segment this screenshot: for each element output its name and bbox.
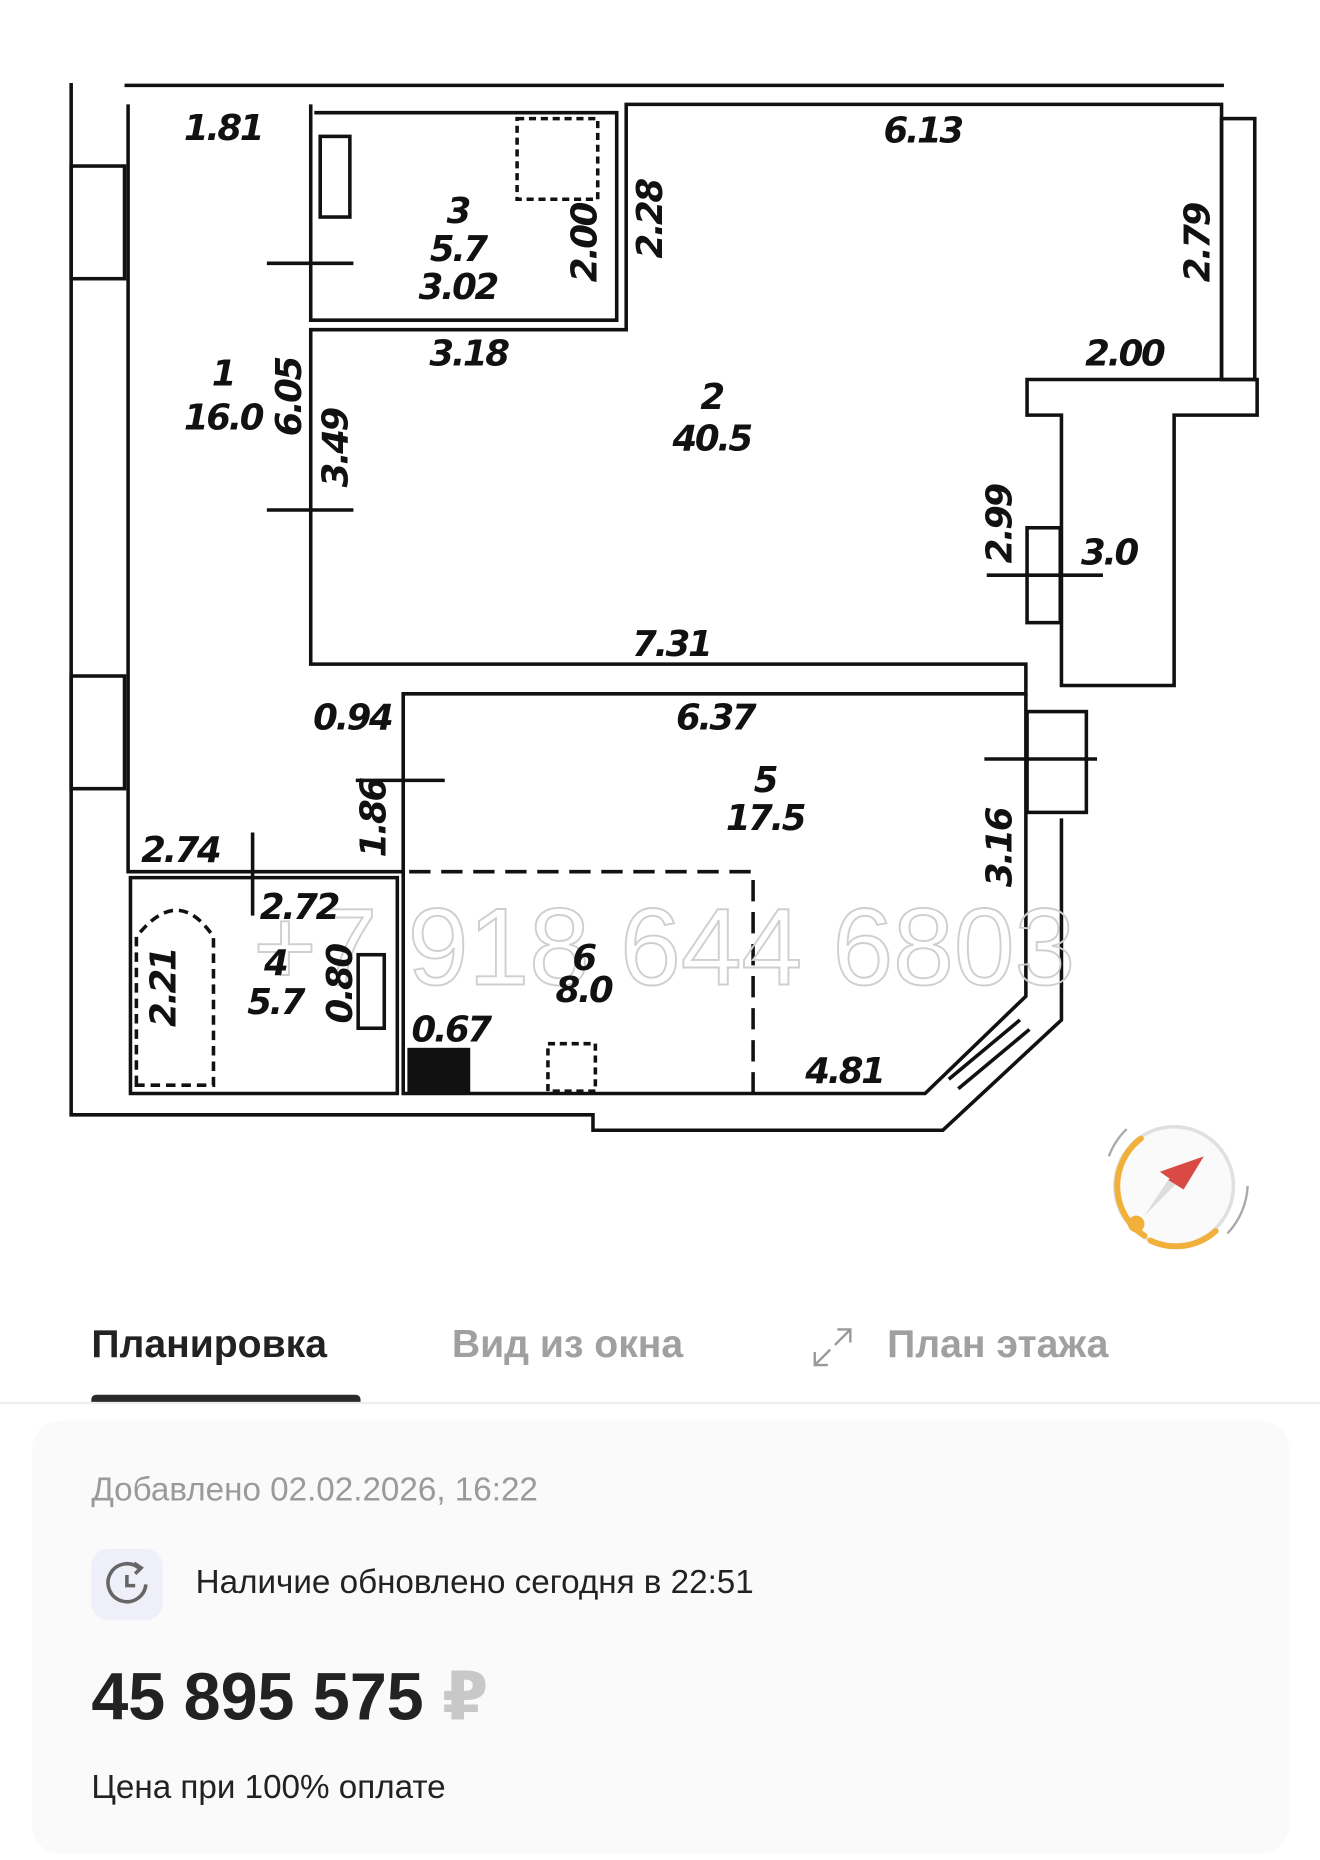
room-number: 3 bbox=[447, 191, 470, 232]
expand-icon[interactable] bbox=[811, 1326, 854, 1369]
floor-plan: +7 918 644 6803 1.81 6.13 3.02 2.00 2.28… bbox=[69, 83, 1259, 1250]
dim-label: 2.00 bbox=[565, 202, 606, 282]
dimension-labels: 1.81 6.13 3.02 2.00 2.28 2.79 3.18 2.00 … bbox=[141, 108, 1219, 1092]
tab-window-view[interactable]: Вид из окна bbox=[451, 1321, 684, 1366]
dim-label: 0.67 bbox=[412, 1009, 493, 1050]
dim-label: 3.49 bbox=[315, 408, 356, 488]
dim-label: 3.02 bbox=[419, 267, 498, 308]
price-value: 45 895 575 bbox=[91, 1659, 424, 1734]
tab-layout[interactable]: Планировка bbox=[91, 1321, 328, 1366]
room-area: 40.5 bbox=[671, 419, 751, 460]
dim-label: 2.21 bbox=[144, 949, 185, 1027]
dim-label: 7.31 bbox=[632, 624, 710, 665]
clock-refresh-icon bbox=[91, 1548, 163, 1621]
compass-sun-icon[interactable] bbox=[1107, 1124, 1249, 1250]
dim-label: 0.94 bbox=[313, 697, 392, 738]
dim-label: 0.80 bbox=[320, 944, 361, 1024]
room-number: 4 bbox=[263, 943, 287, 984]
balcony-area: 3.0 bbox=[1081, 533, 1139, 574]
room-number: 1 bbox=[212, 353, 234, 394]
watermark: +7 918 644 6803 bbox=[253, 886, 1075, 1008]
walls bbox=[69, 83, 1259, 1133]
dim-label: 2.99 bbox=[980, 483, 1021, 563]
room-number: 6 bbox=[572, 938, 596, 979]
dim-label: 2.79 bbox=[1178, 202, 1219, 282]
dim-label: 2.28 bbox=[630, 179, 671, 259]
dim-label: 2.74 bbox=[141, 830, 220, 871]
info-card: Добавлено 02.02.2026, 16:22 Наличие обно… bbox=[32, 1420, 1290, 1854]
dim-label: 2.72 bbox=[260, 887, 339, 928]
active-tab-indicator bbox=[91, 1394, 361, 1402]
dim-label: 3.16 bbox=[980, 807, 1021, 887]
dim-label: 3.18 bbox=[429, 333, 509, 374]
price-note: Цена при 100% оплате bbox=[91, 1768, 446, 1806]
availability-updated: Наличие обновлено сегодня в 22:51 bbox=[195, 1563, 754, 1600]
room-area: 8.0 bbox=[556, 970, 614, 1011]
room-area: 17.5 bbox=[726, 798, 805, 839]
currency: ₽ bbox=[442, 1659, 489, 1734]
room-number: 5 bbox=[754, 760, 777, 801]
dim-label: 6.13 bbox=[884, 110, 963, 151]
tab-floor-plan[interactable]: План этажа bbox=[887, 1321, 1109, 1366]
room-number: 2 bbox=[700, 377, 723, 418]
dim-label: 6.37 bbox=[676, 697, 757, 738]
dim-label: 1.86 bbox=[353, 778, 394, 858]
price: 45 895 575 ₽ bbox=[91, 1658, 488, 1736]
dim-label: 4.81 bbox=[804, 1051, 883, 1092]
dim-label: 2.00 bbox=[1085, 333, 1165, 374]
room-labels: 1 16.0 2 40.5 3 5.7 4 5.7 5 17.5 6 8.0 3… bbox=[184, 191, 1141, 1023]
added-date: Добавлено 02.02.2026, 16:22 bbox=[91, 1470, 538, 1508]
tab-bar: Планировка Вид из окна План этажа bbox=[0, 1305, 1320, 1405]
room-area: 5.7 bbox=[247, 982, 306, 1023]
dim-label: 6.05 bbox=[269, 358, 310, 437]
dim-label: 1.81 bbox=[184, 108, 262, 149]
room-area: 16.0 bbox=[184, 397, 264, 438]
room-area: 5.7 bbox=[430, 229, 489, 270]
